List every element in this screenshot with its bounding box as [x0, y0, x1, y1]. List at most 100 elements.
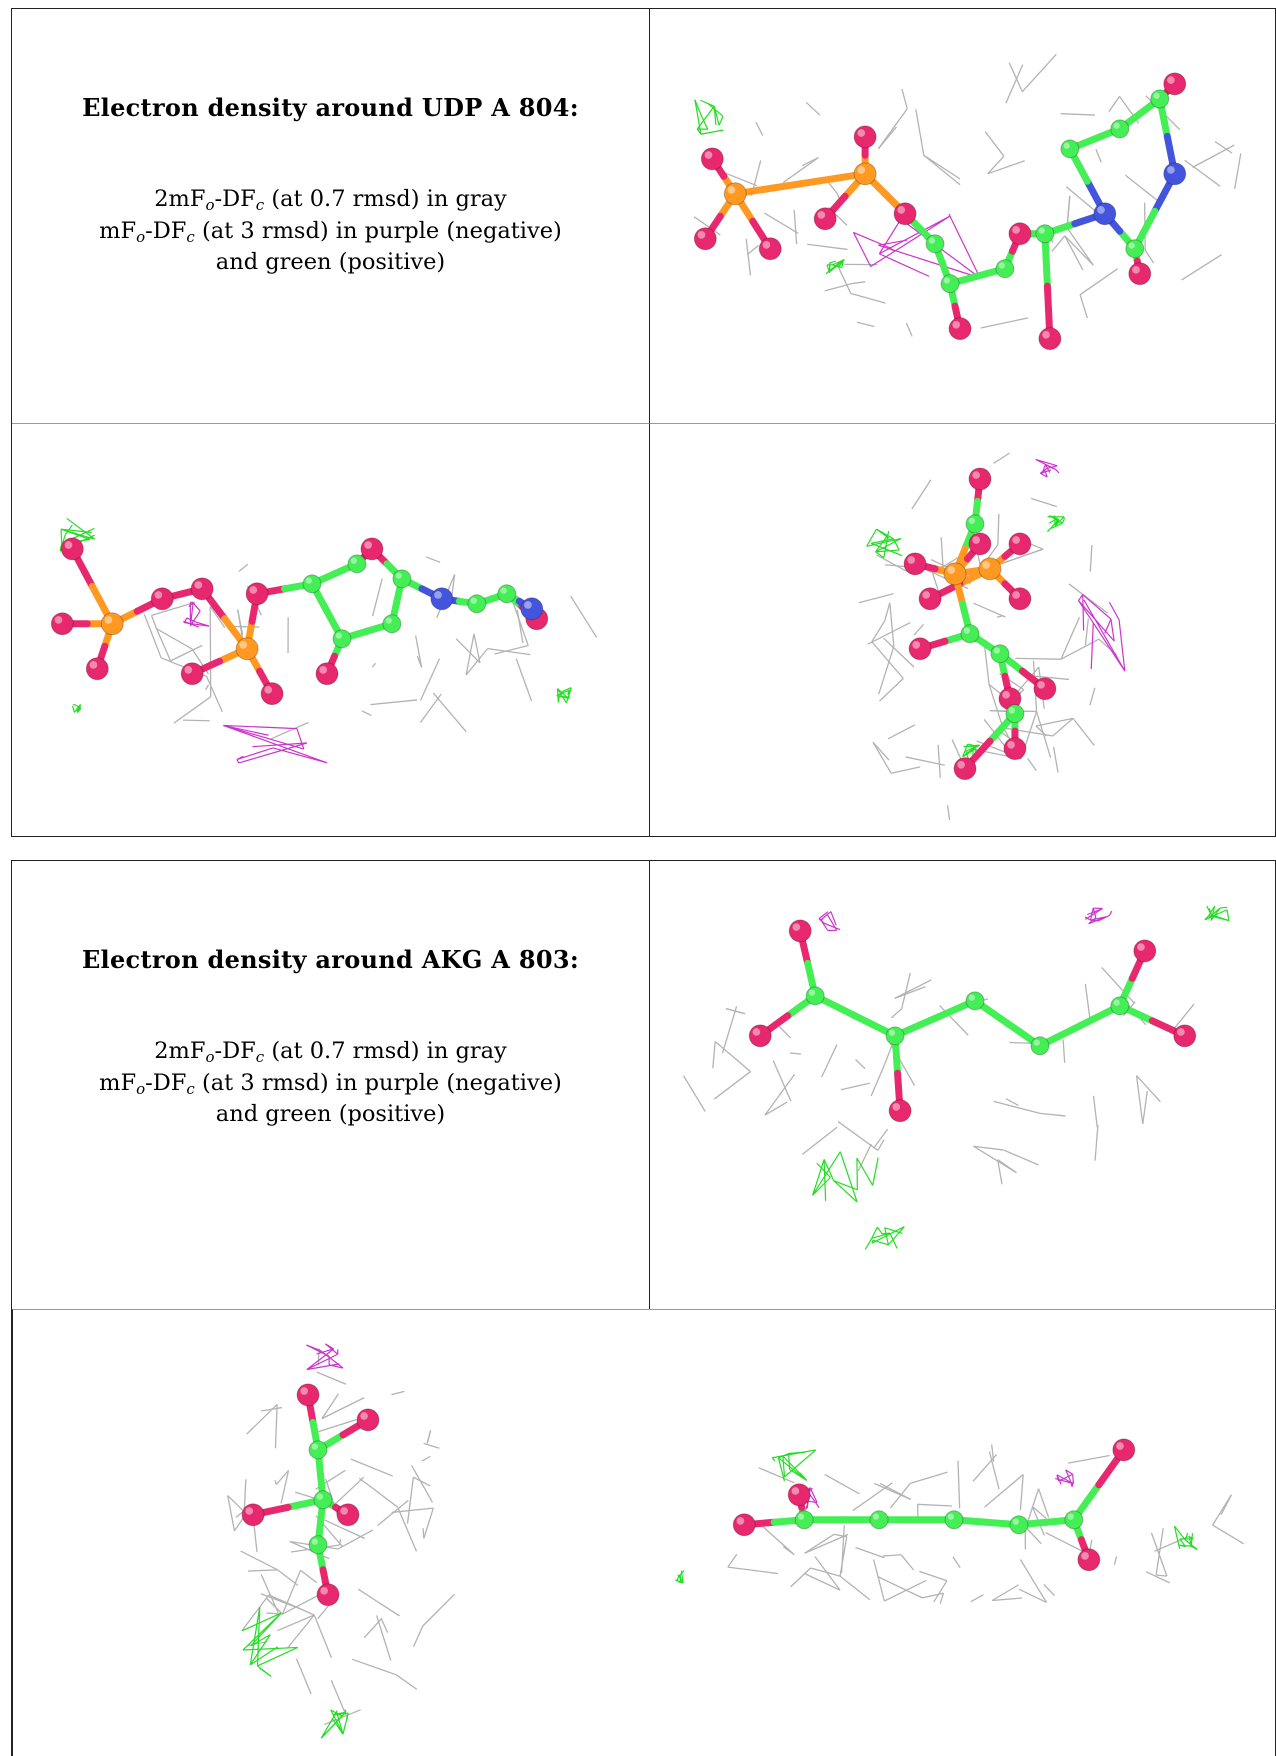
density-render-akg-view-3 [227, 1342, 455, 1739]
atom-highlight [1007, 740, 1015, 749]
atom-highlight [791, 1486, 800, 1495]
atom-highlight [1012, 535, 1020, 544]
panel-title: Electron density around AKG A 803: [81, 945, 580, 974]
atom-highlight [64, 540, 73, 549]
atom [1038, 327, 1062, 351]
atom-highlight [972, 535, 980, 544]
atom-highlight [335, 631, 342, 639]
density-mesh-2fofc [227, 1347, 455, 1725]
atom [1150, 89, 1170, 109]
atom [1005, 703, 1025, 723]
difference-density-negative [1035, 458, 1126, 671]
atom [953, 756, 977, 780]
difference-density-negative [818, 907, 1113, 932]
atom-highlight [311, 1443, 319, 1450]
atom-highlight [1153, 92, 1160, 99]
ligand-model [732, 1437, 1136, 1571]
atom-highlight [762, 241, 771, 249]
atom [392, 568, 412, 588]
atom-highlight [305, 577, 313, 584]
atom [1008, 222, 1032, 246]
atom [336, 1502, 360, 1526]
atom [1064, 1509, 1084, 1529]
atom-highlight [316, 1492, 324, 1500]
atom-highlight [300, 1386, 309, 1395]
atom [315, 661, 339, 685]
figure-panel-akg: Electron density around AKG A 803: 2mFo-… [11, 860, 1276, 1756]
atom-highlight [704, 151, 713, 159]
density-view-cell [12, 1308, 649, 1756]
atom-highlight [395, 572, 402, 579]
atom-highlight [1008, 706, 1015, 714]
difference-density-positive [866, 514, 1065, 761]
legend: 2mFo-DFc (at 0.7 rmsd) in gray mFo-DFc (… [12, 1036, 649, 1130]
atom-highlight [1113, 122, 1120, 129]
atom-highlight [194, 580, 203, 589]
atom-highlight [993, 646, 1000, 654]
ligand-model [50, 536, 549, 705]
atom [968, 531, 992, 555]
atom [978, 556, 1002, 580]
atom-highlight [1012, 1517, 1019, 1525]
atom [497, 583, 517, 603]
legend-line-fofc: mFo-DFc (at 3 rmsd) in purple (negative) [99, 217, 562, 246]
difference-density-negative [852, 213, 981, 279]
atom [995, 259, 1015, 279]
atom-highlight [947, 1512, 955, 1520]
atom-highlight [888, 1029, 896, 1036]
density-render-udp-view-1 [693, 53, 1242, 351]
atom [693, 227, 717, 251]
atom [940, 274, 960, 294]
caption-cell: Electron density around UDP A 804: 2mFo-… [12, 9, 649, 423]
atom-highlight [928, 237, 936, 244]
atom [960, 623, 980, 643]
figure-panel-udp: Electron density around UDP A 804: 2mFo-… [11, 8, 1276, 837]
atom [1133, 939, 1157, 963]
atom [235, 636, 259, 660]
density-mesh-2fofc [858, 452, 1118, 820]
atom [241, 1502, 265, 1526]
atom-highlight [1116, 1441, 1124, 1450]
atom [1003, 736, 1027, 760]
density-render-akg-view-2 [675, 1437, 1245, 1604]
atom [1035, 224, 1055, 244]
atom-highlight [360, 1411, 368, 1420]
atom-highlight [1113, 999, 1120, 1006]
atom-highlight [320, 1586, 329, 1595]
atom [944, 1509, 964, 1529]
atom-highlight [943, 277, 951, 284]
atom-highlight [922, 590, 931, 599]
atom-highlight [264, 685, 273, 694]
atom [1110, 996, 1130, 1016]
atom [1030, 1036, 1050, 1056]
atom-highlight [184, 665, 193, 674]
atom-highlight [239, 640, 248, 649]
difference-density-positive [812, 905, 1230, 1250]
legend-line-fofc: mFo-DFc (at 3 rmsd) in purple (negative) [99, 1069, 562, 1098]
atom [316, 1582, 340, 1606]
atom-highlight [249, 585, 258, 594]
atom-highlight [154, 590, 163, 599]
atom [520, 596, 544, 620]
legend: 2mFo-DFc (at 0.7 rmsd) in gray mFo-DFc (… [12, 184, 649, 278]
atom-highlight [1063, 142, 1070, 149]
atom-highlight [1067, 1512, 1074, 1520]
atom [85, 656, 109, 680]
atom-highlight [311, 1537, 319, 1545]
atom [794, 1509, 814, 1529]
atom-highlight [912, 640, 921, 649]
atom [308, 1534, 328, 1554]
atom-highlight [385, 616, 392, 624]
atom-highlight [1033, 1039, 1040, 1046]
atom [308, 1439, 328, 1459]
atom [853, 162, 877, 186]
density-render-udp-view-2 [50, 517, 598, 764]
atom [813, 207, 837, 231]
density-view-cell [649, 422, 1276, 836]
atom [1077, 1547, 1101, 1571]
atom-highlight [1037, 680, 1045, 689]
atom-highlight [963, 626, 970, 634]
atom [918, 586, 942, 610]
atom [748, 1024, 772, 1048]
difference-density-positive [675, 1448, 1198, 1584]
